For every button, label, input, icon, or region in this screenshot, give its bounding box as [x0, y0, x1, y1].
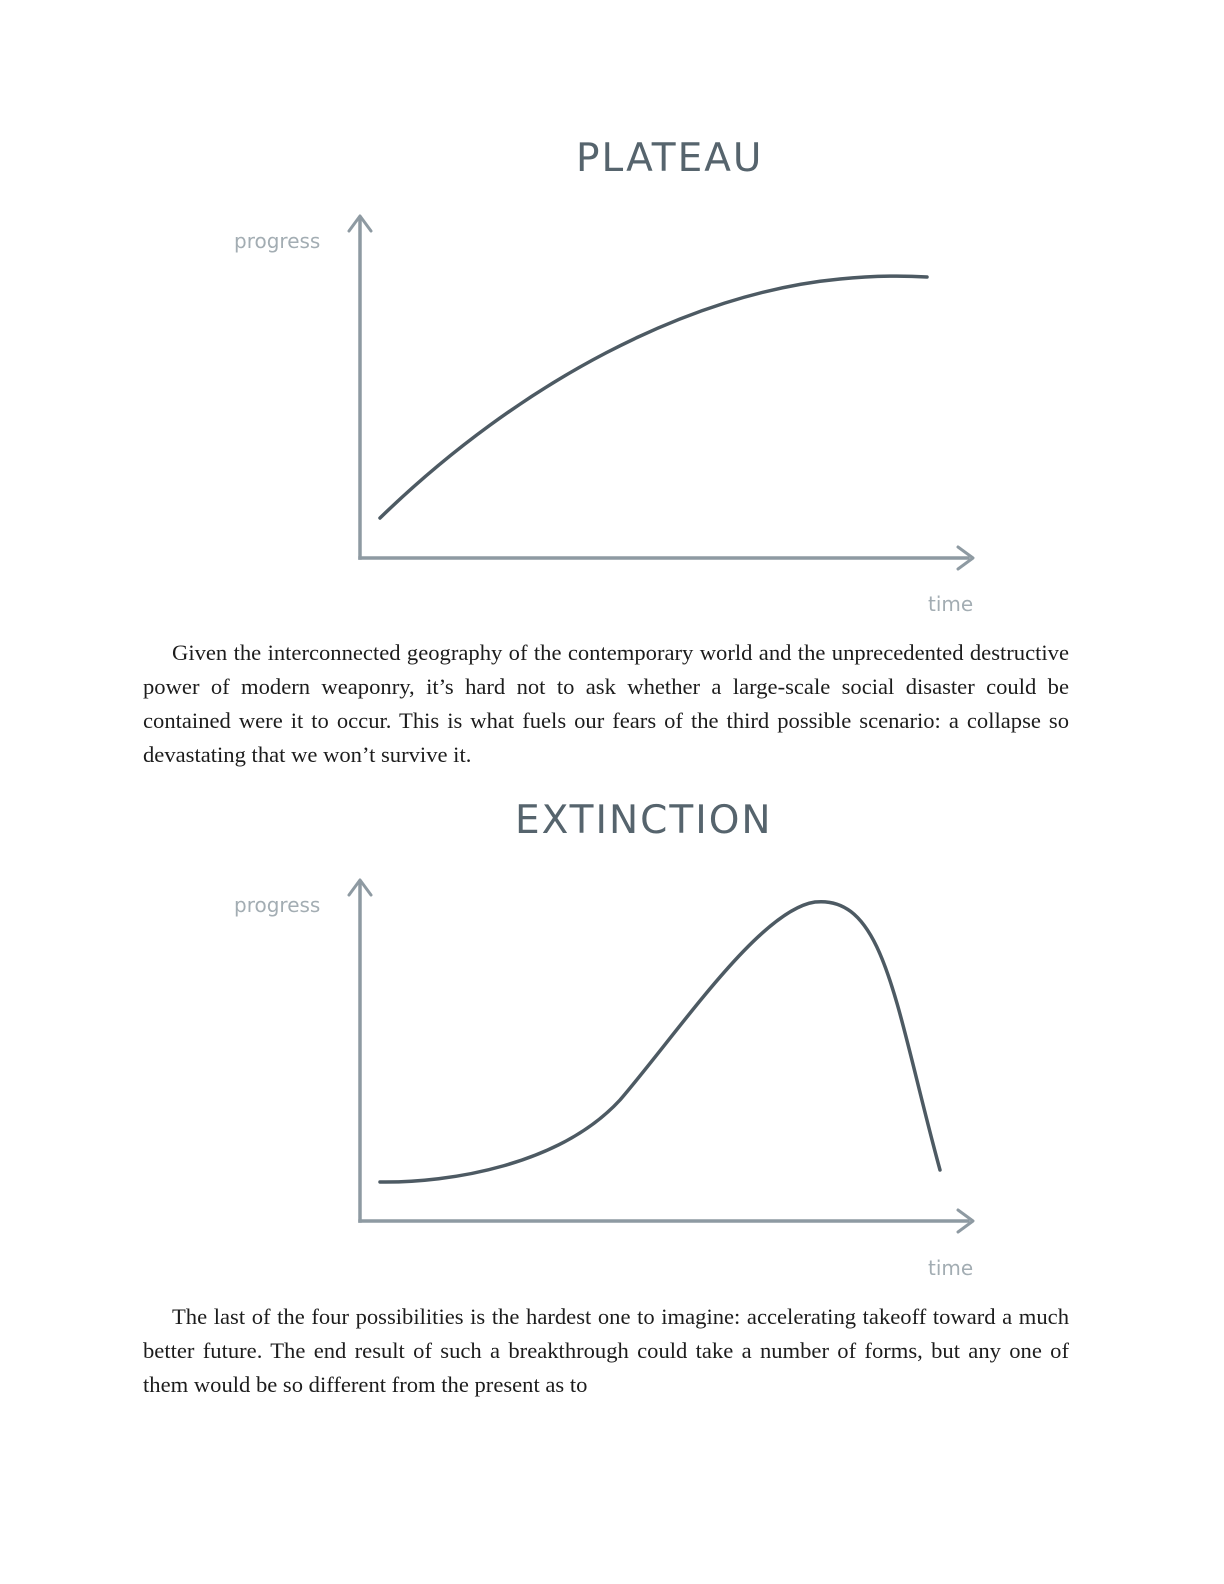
paragraph: The last of the four possibilities is th… [143, 1304, 1069, 1397]
extinction-y-axis-arrow [347, 878, 373, 897]
extinction-x-axis-arrow [956, 1208, 975, 1234]
extinction-curve [378, 900, 942, 1184]
extinction-y-axis-label: progress [234, 893, 320, 917]
plateau-x-axis-arrow [956, 545, 975, 571]
plateau-curve [378, 274, 929, 520]
extinction-x-axis-label: time [928, 1256, 973, 1280]
paragraph: Given the interconnected geography of th… [143, 640, 1069, 767]
plateau-chart: progress time [234, 214, 975, 616]
plateau-y-axis-arrow [347, 214, 373, 233]
extinction-chart: progress time [234, 878, 975, 1280]
extinction-figure-title: EXTINCTION [515, 798, 773, 843]
plateau-figure-title: PLATEAU [576, 136, 764, 181]
plateau-y-axis-label: progress [234, 229, 320, 253]
plateau-x-axis-label: time [928, 592, 973, 616]
